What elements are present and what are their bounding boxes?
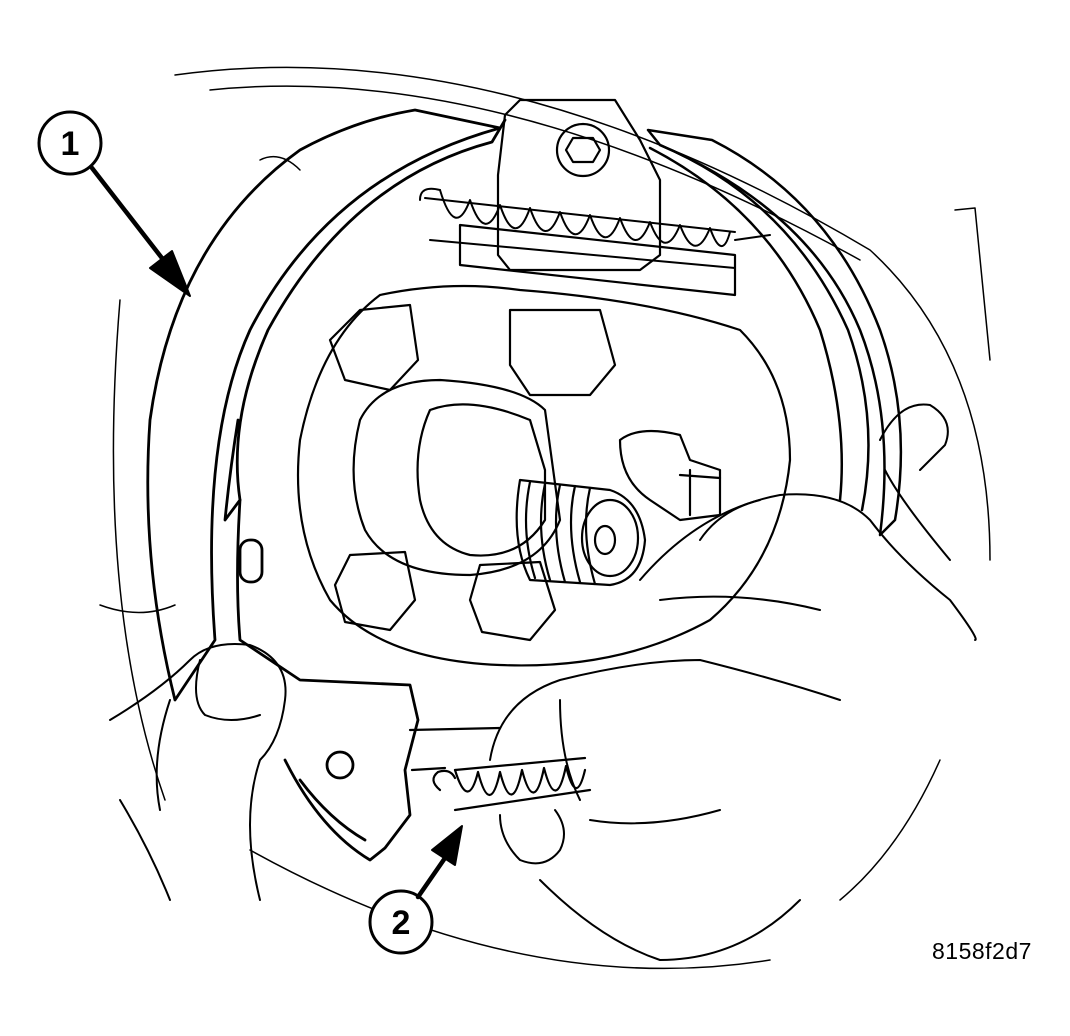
right-brake-shoe [646,128,903,537]
callout-1: 1 [37,110,191,297]
callout-2-label: 2 [392,904,411,942]
brake-shoe [146,108,507,862]
callout-1-leader [89,165,168,265]
callout-2-arrowhead [431,825,463,866]
technician-hands [109,403,977,961]
upper-return-spring [419,187,771,269]
hub-assembly [296,284,792,667]
lower-return-spring [408,726,592,812]
callout-1-label: 1 [61,125,80,163]
callout-2: 2 [368,825,463,955]
figure-code: 8158f2d7 [932,938,1032,964]
callout-2-leader [415,855,448,900]
callout-1-arrowhead [149,250,191,297]
anchor-bracket [458,98,737,297]
backing-plate [99,66,991,970]
